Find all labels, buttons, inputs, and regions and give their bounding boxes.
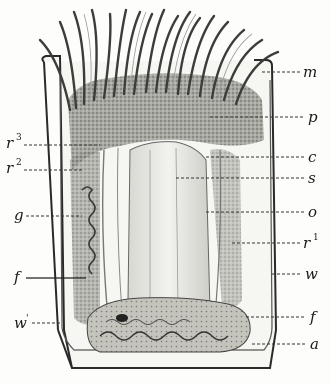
label-s: s [308,169,316,187]
central-column [128,142,210,316]
label-a: a [310,335,319,353]
label-o: o [308,203,317,221]
label-r2-sup: 2 [16,158,22,168]
label-w: w [305,265,318,283]
label-p: p [308,108,318,126]
cavity-lining [70,152,100,325]
label-r1-sup: 1 [313,233,319,243]
label-w-left-sup: ' [26,314,28,324]
label-f-right: f [309,308,318,326]
outer-left-edge [44,62,58,330]
basal-mass [87,298,250,352]
dark-knot [116,314,128,322]
label-f-left: f [13,268,22,286]
label-m: m [303,63,317,81]
label-c: c [308,148,317,166]
label-r1: r [303,234,311,252]
label-r3: r [6,134,14,152]
label-r2: r [6,159,14,177]
label-g: g [14,206,24,224]
label-r3-sup: 3 [16,133,22,143]
